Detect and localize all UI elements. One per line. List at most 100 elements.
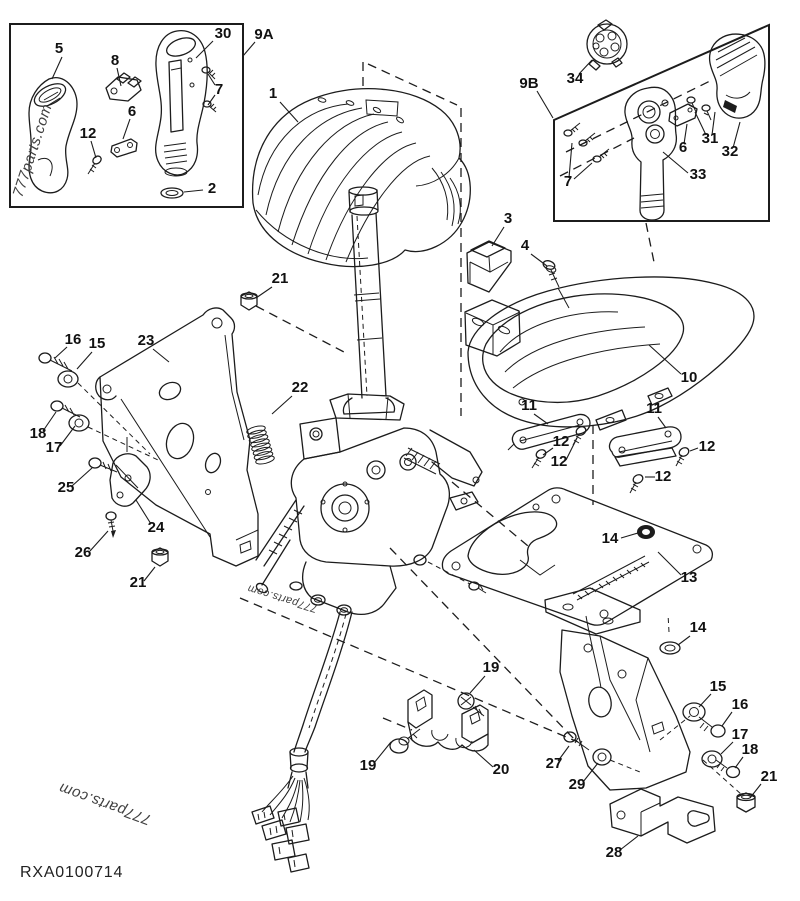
part-label-34: 34: [567, 70, 584, 87]
leader-line-34: [578, 59, 593, 75]
leader-line-14: [620, 532, 639, 539]
leader-line-29: [582, 762, 599, 783]
leader-line-11: [533, 413, 549, 425]
leader-line-15: [698, 693, 712, 708]
part-label-29: 29: [569, 776, 586, 793]
part-bracket-24: [109, 437, 151, 507]
part-label-31: 31: [702, 130, 719, 147]
part-boot-1: [251, 88, 471, 268]
part-label-12: 12: [551, 453, 568, 470]
part-latch-11a: [507, 413, 591, 451]
leader-line-32: [732, 121, 741, 149]
part-label-33: 33: [690, 166, 707, 183]
leader-line-1: [279, 101, 299, 123]
part-bracket-23: [95, 307, 259, 567]
part-washer-17b: [701, 750, 723, 768]
part-label-24: 24: [148, 519, 165, 536]
leader-line-12: [565, 437, 578, 461]
part-plate-13: [441, 487, 713, 689]
watermark: 777parts.com: [10, 102, 56, 199]
part-label-12: 12: [80, 125, 97, 142]
leader-line-7: [568, 142, 573, 179]
part-screws-31: [686, 96, 712, 121]
leader-line-5: [51, 56, 63, 80]
part-label-17: 17: [732, 726, 749, 743]
leader-line-21: [143, 566, 156, 582]
part-plate-6: [110, 138, 138, 158]
part-label-32: 32: [722, 143, 739, 160]
leader-line-12: [90, 140, 97, 159]
part-label-16: 16: [65, 331, 82, 348]
part-spring-22: [246, 425, 275, 465]
leader-line-13: [657, 551, 682, 576]
part-latch-11b: [608, 426, 682, 467]
construction-dashes-top: [362, 62, 594, 505]
pilot-valve-assembly: [255, 393, 487, 616]
part-ring-2: [160, 187, 184, 199]
part-washer-29: [592, 748, 612, 766]
part-thumbscrew-19b: [389, 728, 421, 754]
inset-box-9b: [553, 19, 770, 263]
part-label-2: 2: [208, 180, 216, 197]
part-screws-7: [201, 66, 217, 113]
leader-line-7: [207, 73, 216, 86]
leader-line-7: [207, 94, 216, 106]
part-thumbscrew-19a: [457, 692, 485, 717]
leader-line-18: [42, 411, 57, 432]
part-switch-assembly-8: [105, 72, 142, 102]
support-frame: [544, 587, 691, 791]
part-label-15: 15: [710, 678, 727, 695]
part-screw-12: [87, 155, 102, 175]
leader-line-12: [542, 447, 554, 456]
part-label-4: 4: [521, 237, 530, 254]
leader-line-10: [648, 344, 682, 375]
part-label-12: 12: [699, 438, 716, 455]
leader-line-31: [711, 111, 716, 136]
leader-line-17: [59, 425, 76, 447]
part-label-30: 30: [215, 25, 232, 42]
part-label-12: 12: [553, 433, 570, 450]
part-label-18: 18: [30, 425, 47, 442]
part-bolt-18b: [715, 759, 741, 779]
part-nut-21a: [240, 291, 258, 311]
leader-line-26: [89, 530, 109, 552]
part-label-23: 23: [138, 332, 155, 349]
part-label-12: 12: [655, 468, 672, 485]
leader-line-3: [491, 226, 505, 247]
leader-line-33: [662, 151, 689, 174]
part-connector-34: [586, 19, 628, 71]
part-label-15: 15: [89, 335, 106, 352]
leader-line-16: [54, 346, 68, 359]
part-bracket-28: [609, 788, 716, 844]
leader-line-2: [183, 189, 204, 193]
part-screw-26: [105, 511, 117, 538]
leader-line-4: [530, 253, 548, 267]
part-plate-6b: [668, 103, 698, 127]
part-washer-15b: [682, 702, 706, 722]
part-label-9B: 9B: [519, 75, 538, 92]
wiring-harness: [251, 611, 353, 873]
align-dash-15: [77, 382, 151, 455]
part-label-21: 21: [130, 574, 147, 591]
part-screws-7b: [563, 122, 610, 163]
leader-line-21: [749, 783, 762, 799]
part-label-7: 7: [564, 173, 572, 190]
inset-box-9a: [9, 23, 244, 208]
part-clamp-20: [407, 689, 489, 752]
part-label-13: 13: [681, 569, 698, 586]
part-screws-12: [531, 426, 690, 494]
part-label-28: 28: [606, 844, 623, 861]
leader-line-24: [135, 499, 152, 525]
part-label-27: 27: [546, 755, 563, 772]
part-grip-half-30: [155, 30, 208, 177]
leader-line-22: [271, 395, 293, 415]
part-grommet-14b: [659, 613, 681, 655]
part-label-7: 7: [215, 81, 223, 98]
watermark: 777parts.com: [57, 779, 154, 828]
leader-line-23: [152, 348, 170, 363]
leader-line-6: [683, 123, 688, 145]
part-label-1: 1: [269, 85, 277, 102]
part-label-14: 14: [602, 530, 619, 547]
